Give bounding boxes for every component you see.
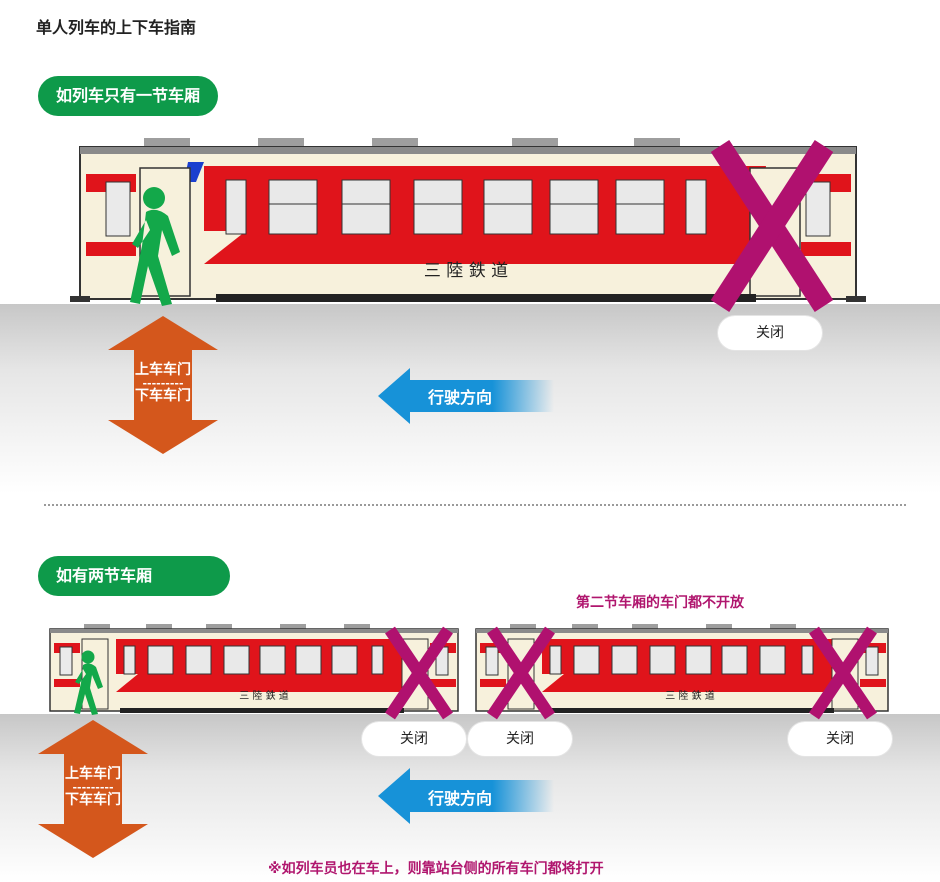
up-down-arrow-icon	[38, 720, 148, 858]
section1-label-pill: 如列车只有一节车厢	[38, 76, 219, 116]
train-single-car: 三 陸 鉄 道	[70, 138, 866, 302]
direction-label: 行驶方向	[428, 388, 493, 407]
closed-door-badge-1: 关闭	[362, 722, 466, 756]
section2-label-pill: 如有两节车厢	[38, 556, 230, 596]
left-arrow-icon	[378, 368, 554, 424]
closed-door-badge-3: 关闭	[788, 722, 892, 756]
car1-name-label: 三 陸 鉄 道	[239, 689, 289, 702]
left-arrow-icon	[378, 768, 554, 824]
door-arrow-text: 上车车门 --------- 下车车门	[135, 362, 191, 404]
closed-door-badge: 关闭	[718, 316, 822, 350]
close-cross-icon	[487, 626, 555, 720]
close-cross-icon	[809, 626, 877, 720]
door-arrow-text: 上车车门 --------- 下车车门	[65, 766, 121, 808]
car-name-label: 三 陸 鉄 道	[424, 261, 508, 281]
close-cross-icon	[385, 626, 453, 720]
closed-door-badge-2: 关闭	[468, 722, 572, 756]
walking-person-icon	[74, 650, 103, 715]
walking-person-icon	[130, 187, 180, 306]
car2-name-label: 三 陸 鉄 道	[665, 689, 715, 702]
direction-label-2: 行驶方向	[428, 789, 493, 808]
close-cross-icon	[710, 140, 834, 312]
footnote: ※如列车员也在车上，则靠站台侧的所有车门都将打开	[268, 861, 604, 877]
second-car-note: 第二节车厢的车门都不开放	[576, 595, 744, 611]
up-down-arrow-icon	[108, 316, 218, 454]
page-title: 单人列车的上下车指南	[36, 18, 197, 37]
section-divider	[44, 504, 906, 506]
